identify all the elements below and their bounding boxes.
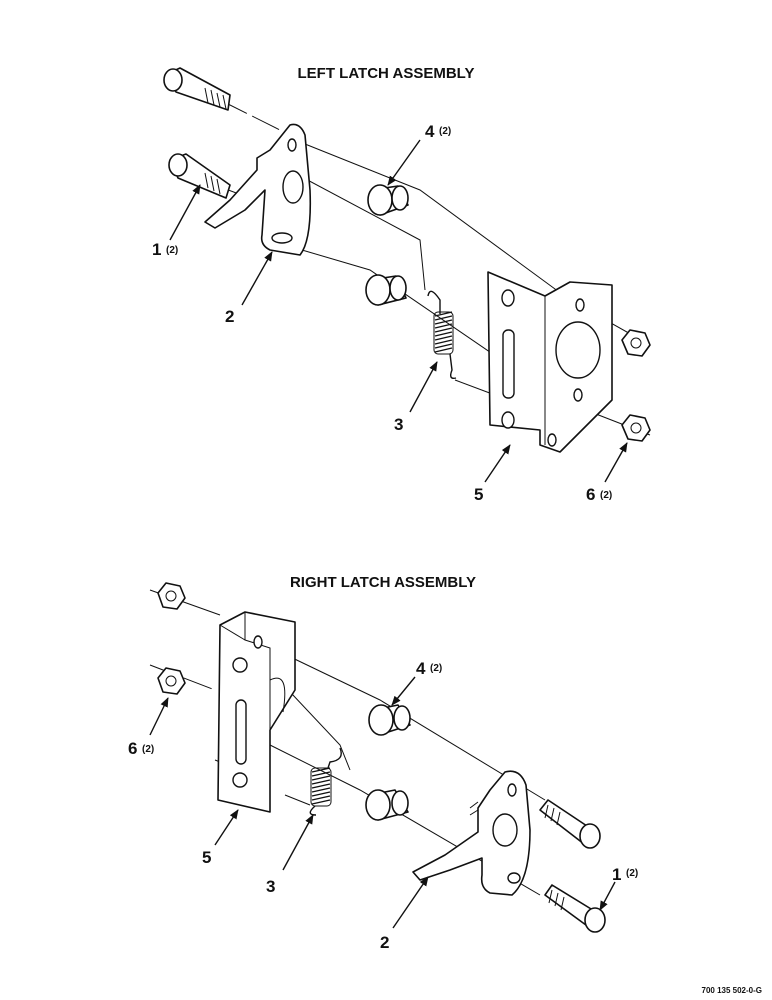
right-callout-1-qty: (2) bbox=[626, 868, 638, 879]
left-spring bbox=[427, 290, 457, 380]
left-callout-3-number: 3 bbox=[394, 415, 403, 434]
left-callout-4-qty: (2) bbox=[439, 126, 451, 137]
right-callout-4-number: 4 bbox=[416, 659, 426, 678]
right-nut-upper bbox=[157, 582, 186, 610]
right-callout-2: 2 bbox=[380, 876, 429, 952]
right-callout-5: 5 bbox=[202, 809, 239, 867]
right-callout-1: 1 (2) bbox=[599, 865, 638, 911]
left-callout-2-number: 2 bbox=[225, 307, 234, 326]
left-latch-assembly: LEFT LATCH ASSEMBLY bbox=[152, 65, 651, 504]
left-callout-1-number: 1 bbox=[152, 240, 161, 259]
left-callout-1-qty: (2) bbox=[166, 245, 178, 256]
right-callout-6-qty: (2) bbox=[142, 744, 154, 755]
right-spacer-lower bbox=[365, 789, 409, 821]
right-spring bbox=[309, 747, 342, 816]
right-nut-lower bbox=[157, 667, 186, 695]
right-callout-4: 4 (2) bbox=[391, 659, 442, 706]
right-callout-3-number: 3 bbox=[266, 877, 275, 896]
right-callout-2-number: 2 bbox=[380, 933, 389, 952]
left-spacer-upper bbox=[367, 184, 409, 216]
left-bolt-upper bbox=[163, 67, 231, 111]
left-spacer-lower bbox=[365, 274, 407, 306]
left-bracket bbox=[487, 271, 613, 453]
left-callout-3: 3 bbox=[394, 361, 438, 434]
left-callout-1: 1 (2) bbox=[152, 184, 201, 259]
right-callout-1-number: 1 bbox=[612, 865, 621, 884]
left-latch-plate bbox=[204, 123, 312, 256]
left-callout-5: 5 bbox=[474, 444, 511, 504]
drawing-reference-number: 700 135 502-0-G bbox=[702, 986, 763, 995]
right-bolt-lower bbox=[544, 884, 606, 933]
left-nut-upper bbox=[621, 329, 651, 357]
left-callout-4-number: 4 bbox=[425, 122, 435, 141]
right-callout-6: 6 (2) bbox=[128, 697, 169, 758]
right-callout-6-number: 6 bbox=[128, 739, 137, 758]
left-callout-6-qty: (2) bbox=[600, 490, 612, 501]
right-assembly-title: RIGHT LATCH ASSEMBLY bbox=[290, 574, 476, 591]
left-assembly-title: LEFT LATCH ASSEMBLY bbox=[298, 65, 475, 82]
right-callout-4-qty: (2) bbox=[430, 663, 442, 674]
right-callout-5-number: 5 bbox=[202, 848, 211, 867]
right-bracket bbox=[217, 611, 296, 813]
left-callout-4: 4 (2) bbox=[387, 122, 451, 186]
right-bolt-upper bbox=[539, 799, 601, 849]
left-nut-lower bbox=[621, 414, 651, 442]
left-callout-5-number: 5 bbox=[474, 485, 483, 504]
left-callout-6-number: 6 bbox=[586, 485, 595, 504]
right-spacer-upper bbox=[368, 704, 411, 736]
left-callout-6: 6 (2) bbox=[586, 442, 628, 504]
left-callout-2: 2 bbox=[225, 251, 273, 326]
right-latch-plate bbox=[412, 770, 531, 896]
right-callout-3: 3 bbox=[266, 814, 314, 896]
left-centerlines bbox=[214, 99, 651, 436]
right-latch-assembly: RIGHT LATCH ASSEMBLY bbox=[128, 574, 638, 952]
left-bolt-lower bbox=[168, 153, 231, 199]
